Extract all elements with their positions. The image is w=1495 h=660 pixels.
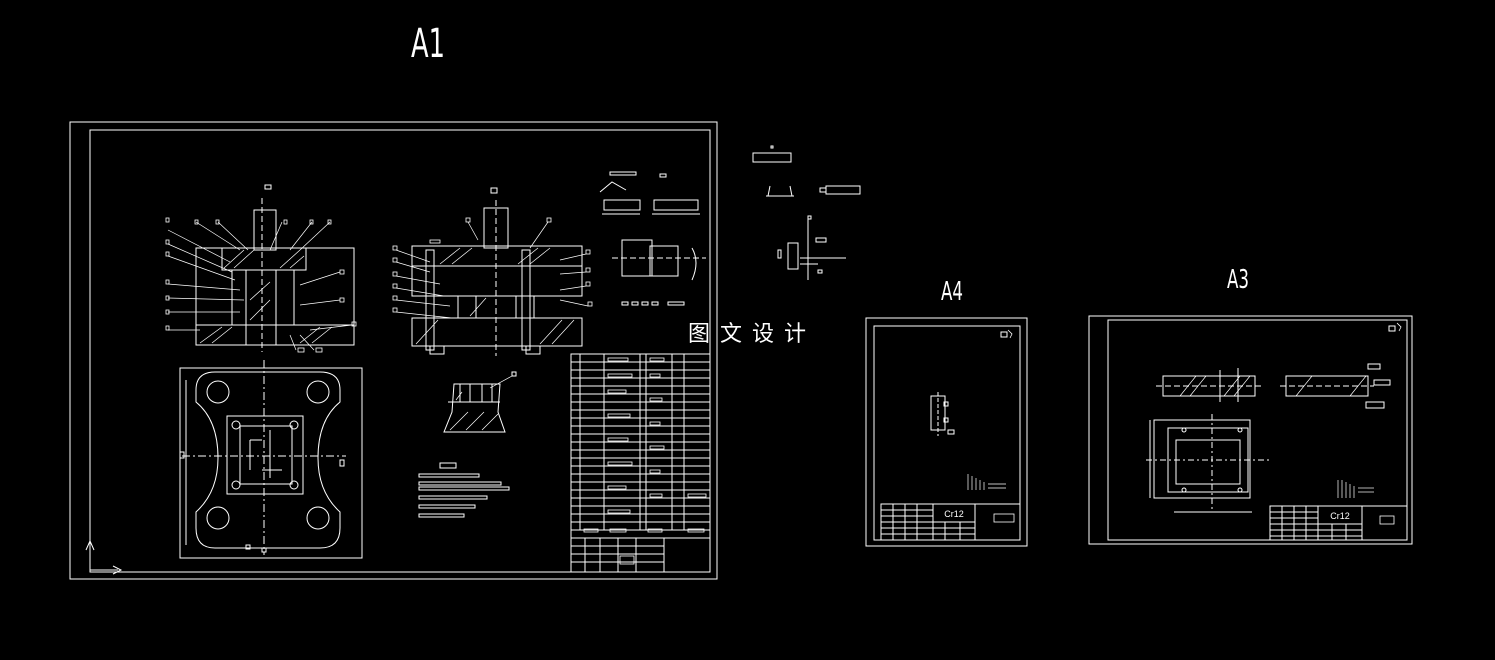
die-detail-section: [443, 371, 517, 433]
a3-material-label: Cr12: [1330, 511, 1350, 521]
ucs-icon: [85, 539, 123, 575]
sheet-a1: [69, 121, 718, 580]
technical-notes: [418, 462, 510, 518]
sheet-a3-label: A3: [1227, 265, 1249, 295]
sheet-a4-label: A4: [941, 277, 963, 307]
part-detail-views: [599, 171, 706, 306]
sheet-a4: [865, 317, 1028, 547]
sheet-a1-label: A1: [411, 21, 445, 67]
loose-part-sketches: [752, 145, 861, 280]
bom-table: [570, 353, 711, 573]
sheet-a3: [1088, 315, 1413, 545]
die-section-view-right: [392, 187, 593, 356]
die-section-view-left: [165, 184, 357, 353]
watermark-text: 图文设计: [688, 322, 817, 347]
die-plan-view: [179, 360, 363, 559]
a4-material-label: Cr12: [944, 509, 964, 519]
